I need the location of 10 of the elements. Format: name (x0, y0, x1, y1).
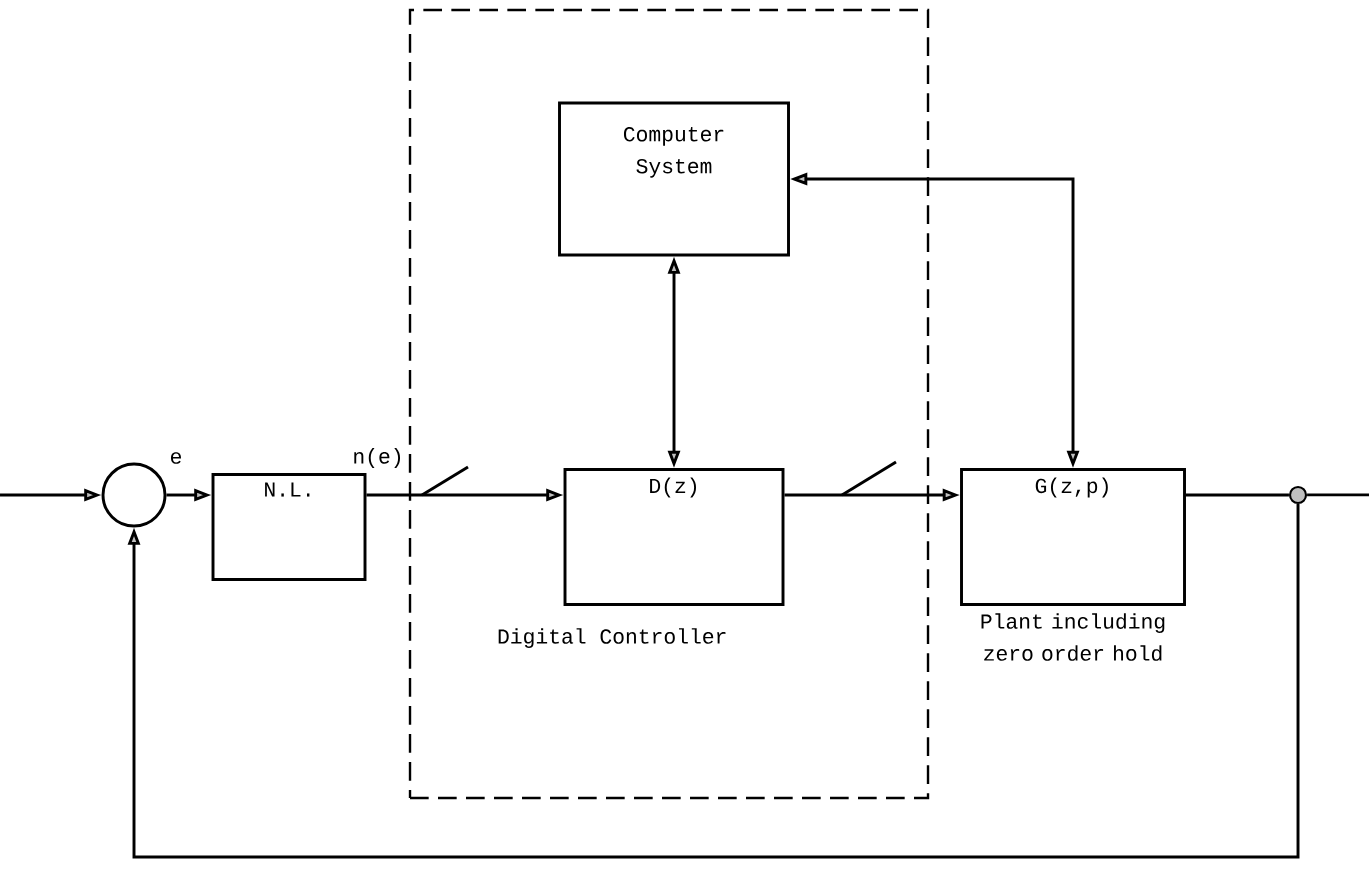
process-box: N.L. (211, 473, 367, 581)
box-label: Plant including zero order hold (981, 613, 1165, 661)
edge-label: n(e) (351, 446, 405, 470)
process-box: D(z) (563, 468, 785, 606)
summing-junction (101, 462, 167, 528)
arrow (127, 504, 1300, 859)
junction-dot (1288, 485, 1308, 505)
edge-label: e (168, 450, 184, 466)
process-box: Computer System (558, 101, 790, 257)
process-box: G(z,p) (960, 468, 1186, 606)
